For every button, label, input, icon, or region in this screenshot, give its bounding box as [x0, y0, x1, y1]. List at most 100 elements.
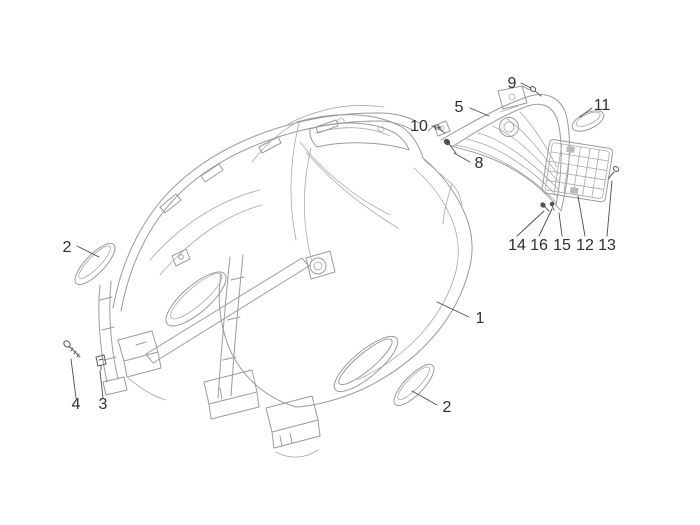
- part-12-grille: [541, 139, 614, 203]
- rail-mount-ring-inner: [313, 261, 323, 271]
- screw-9-shaft: [534, 90, 542, 97]
- leader-part-14: [516, 210, 545, 237]
- left-clevis: [427, 120, 451, 137]
- cover-inner-swoosh: [290, 122, 399, 263]
- screw-13-head: [612, 165, 620, 173]
- bulb-socket-tab: [499, 105, 519, 113]
- leader-part-15: [558, 212, 563, 237]
- bulb-socket-inner: [503, 121, 515, 133]
- grille-outer: [541, 139, 614, 203]
- cover-right-edge: [295, 157, 473, 408]
- callout-label-11: 11: [594, 97, 611, 114]
- screw-4-shaft: [68, 345, 81, 358]
- screw-14-shaft: [544, 206, 550, 212]
- top-bracket-hole: [508, 93, 516, 101]
- arch-frame: [98, 105, 422, 401]
- screw-8-shaft: [448, 143, 457, 154]
- callout-label-5: 5: [455, 99, 464, 116]
- bolt-16-head: [549, 201, 555, 207]
- callout-labels: 1 2 2 3 4 5 8 9 10 11 12 13 14 15 16: [63, 75, 616, 416]
- frame-leg-foot: [102, 376, 128, 396]
- callout-leaders: [70, 82, 613, 406]
- callout-label-3: 3: [99, 396, 108, 413]
- callout-label-13: 13: [598, 237, 616, 254]
- reflector-left-inner: [78, 245, 111, 280]
- grille-mount-cell-bottom: [569, 186, 579, 195]
- part-10-screw: [434, 124, 446, 134]
- part-13-screw: [607, 165, 620, 180]
- screw-13-shaft: [607, 171, 615, 180]
- callout-label-2-right: 2: [443, 399, 452, 416]
- cover-left-edge: [218, 273, 297, 408]
- callout-label-10: 10: [410, 118, 428, 135]
- rail-mount-plate: [305, 250, 336, 280]
- part-4-screw: [63, 340, 81, 358]
- part-8-screw: [443, 138, 457, 154]
- leader-part-8: [453, 152, 471, 163]
- cover-top-rim-outer: [296, 114, 424, 159]
- screw-10-shaft: [438, 128, 446, 134]
- part-16-bolt: [549, 201, 555, 211]
- part-3-clip: [95, 354, 107, 371]
- arch-top-edge: [287, 105, 385, 125]
- leader-part-4: [70, 358, 77, 399]
- top-bracket-plate: [497, 85, 531, 110]
- reflector-left-outer: [74, 242, 116, 286]
- reflector-right-outer: [393, 363, 435, 407]
- frame-bracket-tail: [126, 376, 167, 401]
- bulb-socket-outer: [499, 117, 519, 137]
- clip-3-body: [95, 354, 107, 371]
- part-9-screw: [529, 86, 542, 97]
- callout-label-16: 16: [530, 237, 548, 254]
- rim-hole-left: [337, 118, 345, 124]
- part-1-rear-cover: [218, 114, 473, 408]
- leader-part-9: [520, 82, 532, 89]
- arch-inner-arc: [120, 120, 415, 312]
- seat-rail-beam: [145, 257, 310, 364]
- vent-slot-inner: [338, 338, 393, 386]
- rail-mount-ring-outer: [309, 257, 327, 275]
- frame-clevis-hole: [178, 254, 184, 260]
- callout-label-2-left: 2: [63, 239, 72, 256]
- cover-right-edge-inner: [356, 167, 459, 381]
- reflector-right-inner: [397, 366, 430, 401]
- leader-part-11: [579, 107, 593, 118]
- frame-clevis-joint: [171, 248, 191, 267]
- grille-inner: [545, 142, 610, 199]
- part-2-reflector-left: [74, 242, 116, 286]
- arch-outer-arc: [112, 112, 422, 309]
- frame-bracket-box: [117, 330, 162, 378]
- callout-label-4: 4: [72, 396, 81, 413]
- callout-label-15: 15: [553, 237, 571, 254]
- callout-label-8: 8: [475, 155, 484, 172]
- cover-corner-flap: [423, 159, 463, 225]
- arch-rail-notches: [159, 119, 339, 214]
- part-14-screw: [540, 202, 550, 212]
- left-side-cover: [145, 250, 336, 458]
- vent-slot-outer: [333, 335, 399, 393]
- cover-left-wrap: [251, 121, 298, 163]
- callout-label-12: 12: [576, 237, 594, 254]
- leader-part-2-left: [76, 245, 100, 258]
- handle-emboss-outer: [165, 271, 227, 327]
- leader-part-1: [436, 301, 470, 318]
- leader-part-3: [99, 370, 104, 399]
- leader-part-12: [577, 195, 586, 237]
- frame-left-legs: [98, 280, 119, 383]
- arch-inner-detail: [149, 189, 263, 276]
- leader-part-2-right: [411, 390, 438, 406]
- callout-label-1: 1: [476, 310, 485, 327]
- bottom-tail-curve: [275, 449, 319, 458]
- leader-part-5: [469, 107, 490, 117]
- luggage-opening-inner: [314, 127, 391, 137]
- leader-part-16: [538, 208, 553, 237]
- leader-part-10: [431, 125, 442, 129]
- foot-bracket-b: [265, 395, 321, 449]
- luggage-opening: [309, 122, 410, 151]
- leader-part-13: [606, 180, 613, 237]
- rim-hole-right: [377, 126, 385, 132]
- grille-grid: [546, 143, 609, 198]
- callout-label-14: 14: [508, 237, 526, 254]
